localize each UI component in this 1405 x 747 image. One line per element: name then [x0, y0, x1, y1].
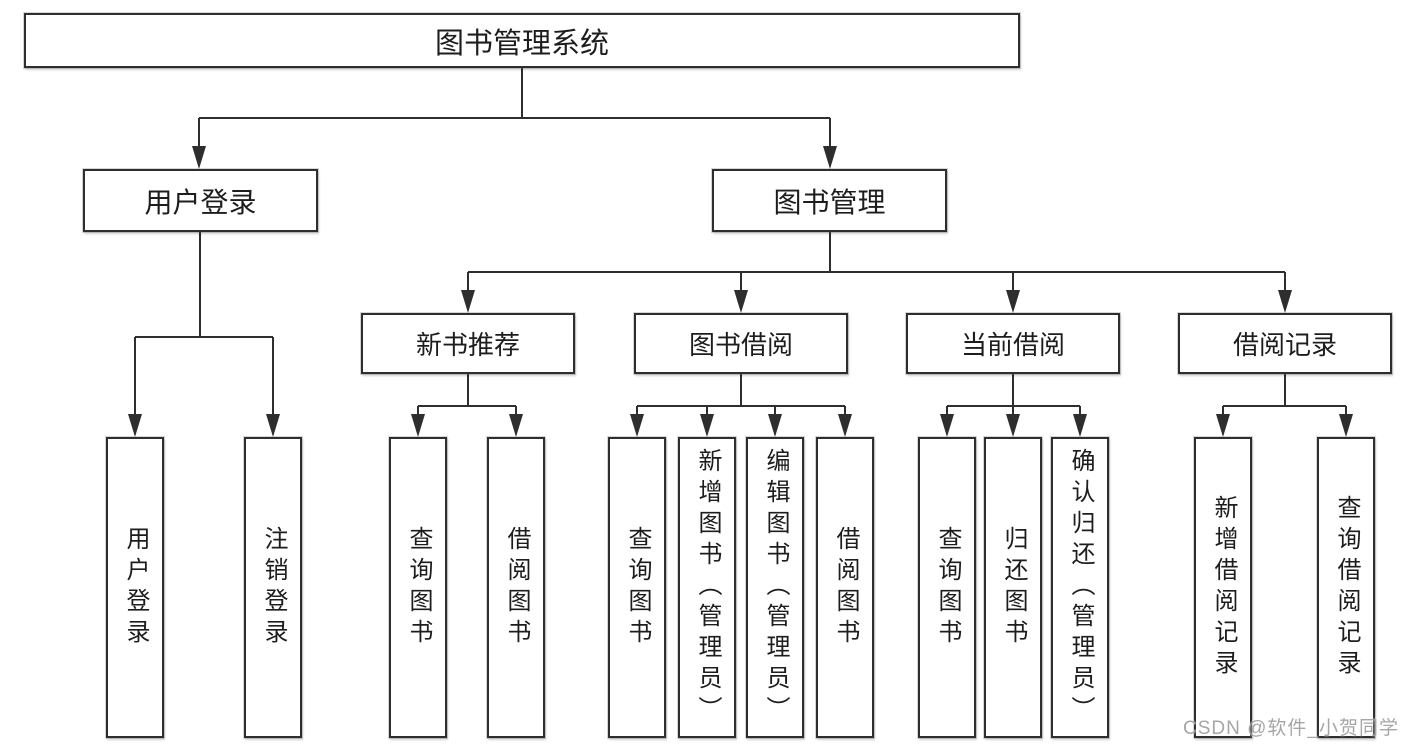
leaf-label: 注销登录	[260, 525, 287, 650]
node-new-book-recommend: 新书推荐	[361, 313, 575, 374]
leaf-add-borrow-record: 新增借阅记录	[1194, 437, 1252, 738]
leaf-label: 编辑图书（管理员）	[762, 448, 789, 727]
leaf-label: 用户登录	[122, 525, 149, 650]
leaf-label: 借阅图书	[832, 525, 859, 650]
leaf-label: 归还图书	[1000, 525, 1027, 650]
leaf-label: 借阅图书	[503, 525, 530, 650]
leaf-label: 查询图书	[934, 525, 961, 650]
leaf-borrow-books-2: 借阅图书	[816, 437, 874, 738]
leaf-label: 查询借阅记录	[1333, 494, 1360, 681]
leaf-label: 查询图书	[405, 525, 432, 650]
leaf-confirm-return-admin: 确认归还（管理员）	[1051, 437, 1109, 738]
csdn-watermark: CSDN @软件_小贺同学	[1183, 718, 1399, 739]
leaf-query-books-1: 查询图书	[389, 437, 447, 738]
leaf-logout: 注销登录	[244, 437, 302, 738]
tree-edges	[128, 68, 1353, 437]
leaf-query-books-3: 查询图书	[918, 437, 976, 738]
node-book-management: 图书管理	[712, 169, 947, 232]
leaf-edit-book-admin: 编辑图书（管理员）	[746, 437, 804, 738]
node-book-borrow: 图书借阅	[634, 313, 848, 374]
node-borrow-records: 借阅记录	[1178, 313, 1392, 374]
leaf-label: 新增借阅记录	[1210, 494, 1237, 681]
node-user-login: 用户登录	[83, 169, 318, 232]
node-current-borrow: 当前借阅	[906, 313, 1120, 374]
leaf-query-borrow-record: 查询借阅记录	[1317, 437, 1375, 738]
leaf-label: 新增图书（管理员）	[694, 448, 721, 727]
node-root: 图书管理系统	[24, 13, 1020, 68]
leaf-borrow-books-1: 借阅图书	[487, 437, 545, 738]
leaf-query-books-2: 查询图书	[608, 437, 666, 738]
leaf-user-login: 用户登录	[106, 437, 164, 738]
leaf-label: 确认归还（管理员）	[1067, 448, 1094, 727]
leaf-return-book: 归还图书	[984, 437, 1042, 738]
leaf-label: 查询图书	[624, 525, 651, 650]
arrowheads	[128, 146, 1353, 437]
leaf-add-book-admin: 新增图书（管理员）	[678, 437, 736, 738]
